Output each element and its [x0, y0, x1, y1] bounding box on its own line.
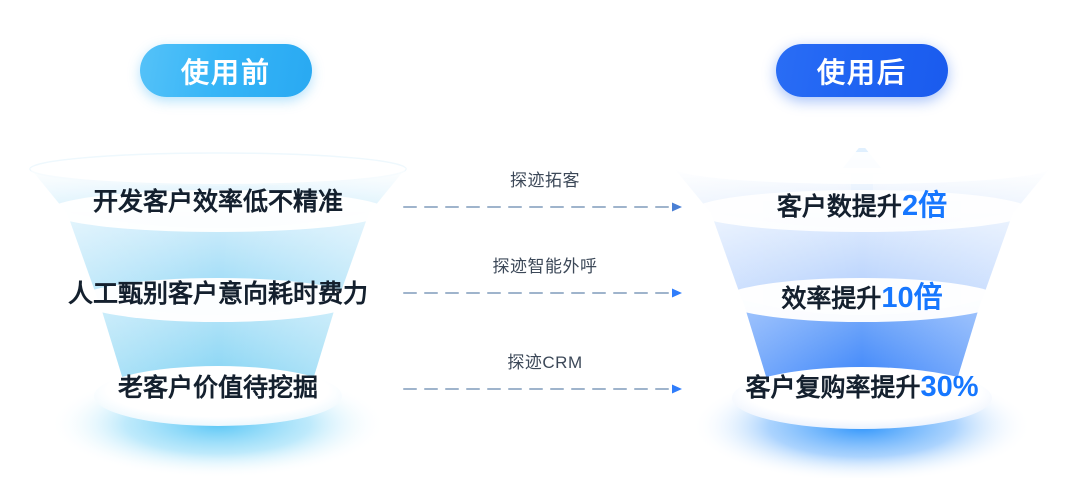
connector-3-label: 探迹CRM — [507, 353, 583, 372]
before-row-2-text: 人工甄别客户意向耗时费力 — [67, 280, 368, 308]
dashed-arrow-icon-2 — [403, 288, 682, 298]
after-row-2-value: 10倍 — [881, 282, 943, 314]
after-row-1: 客户数提升2倍 — [652, 182, 1072, 224]
badge-after-label: 使用后 — [816, 56, 907, 88]
dashed-arrow-icon-3 — [403, 384, 682, 394]
after-row-3-prefix: 客户复购率提升 — [745, 374, 921, 402]
badge-before-use: 使用前 — [140, 44, 312, 97]
before-funnel-graphic — [29, 152, 407, 478]
badge-after-use: 使用后 — [776, 44, 948, 97]
before-row-1-text: 开发客户效率低不精准 — [92, 188, 343, 216]
after-funnel-graphic — [674, 148, 1050, 478]
before-row-3: 老客户价值待挖掘 — [8, 368, 428, 404]
before-funnel: 开发客户效率低不精准 人工甄别客户意向耗时费力 老客户价值待挖掘 — [8, 148, 428, 478]
connector-1-label: 探迹拓客 — [510, 171, 580, 190]
after-funnel: 客户数提升2倍 效率提升10倍 客户复购率提升30% — [652, 148, 1072, 478]
after-row-2: 效率提升10倍 — [652, 274, 1072, 316]
badge-before-label: 使用前 — [180, 56, 271, 88]
before-row-3-text: 老客户价值待挖掘 — [117, 374, 318, 402]
connector-3: 探迹CRM — [400, 348, 690, 395]
after-row-3: 客户复购率提升30% — [652, 368, 1072, 404]
after-row-2-prefix: 效率提升 — [781, 285, 882, 313]
dashed-arrow-icon-1 — [403, 202, 682, 212]
connector-2-label: 探迹智能外呼 — [492, 257, 598, 276]
after-row-1-value: 2倍 — [901, 190, 948, 222]
before-row-1: 开发客户效率低不精准 — [8, 182, 428, 218]
connector-2: 探迹智能外呼 — [400, 252, 690, 299]
before-row-2: 人工甄别客户意向耗时费力 — [8, 274, 428, 310]
connector-1: 探迹拓客 — [400, 166, 690, 213]
after-row-3-value: 30% — [920, 371, 979, 403]
after-row-1-prefix: 客户数提升 — [776, 193, 902, 221]
